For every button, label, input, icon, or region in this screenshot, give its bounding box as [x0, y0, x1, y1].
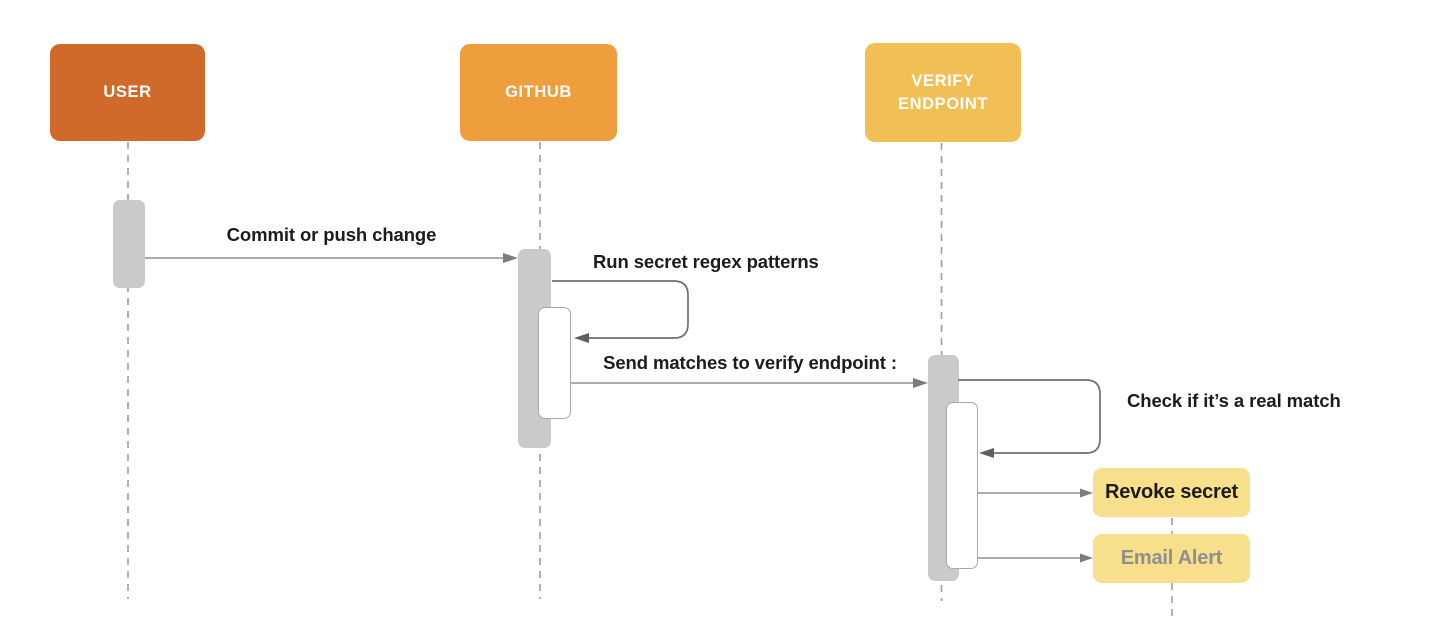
arrowhead-run-regex — [574, 333, 589, 343]
arrowhead-email-alert — [1080, 553, 1093, 563]
actor-label-verify-endpoint: VERIFY ENDPOINT — [897, 72, 989, 113]
self-loop-verify-endpoint — [958, 379, 1101, 454]
outcome-label-email-alert: Email Alert — [1120, 547, 1223, 569]
outcome-box-email-alert: Email Alert — [1093, 534, 1250, 583]
activation-user — [113, 200, 145, 288]
actor-label-github: GITHUB — [505, 83, 572, 102]
outcome-label-revoke-secret: Revoke secret — [1104, 481, 1239, 503]
message-label-send-matches: Send matches to verify endpoint : — [603, 352, 897, 373]
nested-activation-verify-endpoint — [946, 402, 978, 569]
arrowhead-check-real-match — [979, 448, 994, 458]
actor-box-verify-endpoint: VERIFY ENDPOINT — [865, 43, 1021, 142]
message-label-run-regex: Run secret regex patterns — [593, 251, 819, 272]
outcome-box-revoke-secret: Revoke secret — [1093, 468, 1250, 517]
self-loop-github — [552, 280, 689, 339]
arrowhead-commit-or-push — [503, 253, 518, 263]
arrowhead-send-matches — [913, 378, 928, 388]
message-label-check-real-match: Check if it’s a real match — [1127, 390, 1341, 411]
actor-box-user: USER — [50, 44, 205, 141]
actor-box-github: GITHUB — [460, 44, 617, 141]
arrowhead-revoke-secret — [1080, 488, 1093, 498]
actor-label-user: USER — [103, 83, 152, 102]
message-label-commit-or-push: Commit or push change — [226, 224, 437, 245]
